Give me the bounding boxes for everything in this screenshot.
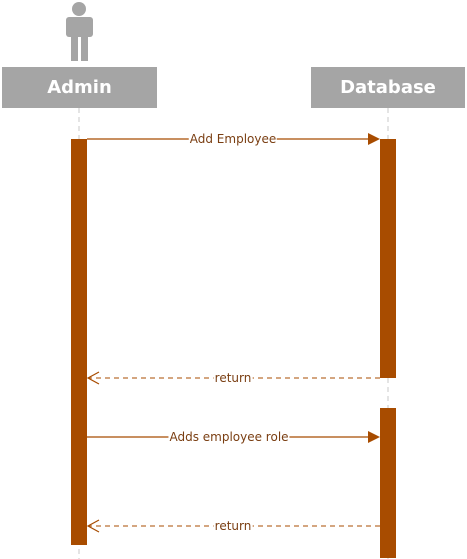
message-label-1: Add Employee <box>188 132 278 146</box>
database-header: Database <box>311 67 465 108</box>
database-header-label: Database <box>340 77 436 98</box>
message-label-4: return <box>213 519 253 533</box>
admin-header: Admin <box>2 67 157 108</box>
message-label-3: Adds employee role <box>168 430 290 444</box>
database-activation-bar-1 <box>380 139 396 378</box>
message-label-2: return <box>213 371 253 385</box>
database-activation-bar-2 <box>380 408 396 558</box>
admin-header-label: Admin <box>47 77 112 98</box>
admin-actor-icon <box>66 2 93 61</box>
admin-activation-bar <box>71 139 87 545</box>
